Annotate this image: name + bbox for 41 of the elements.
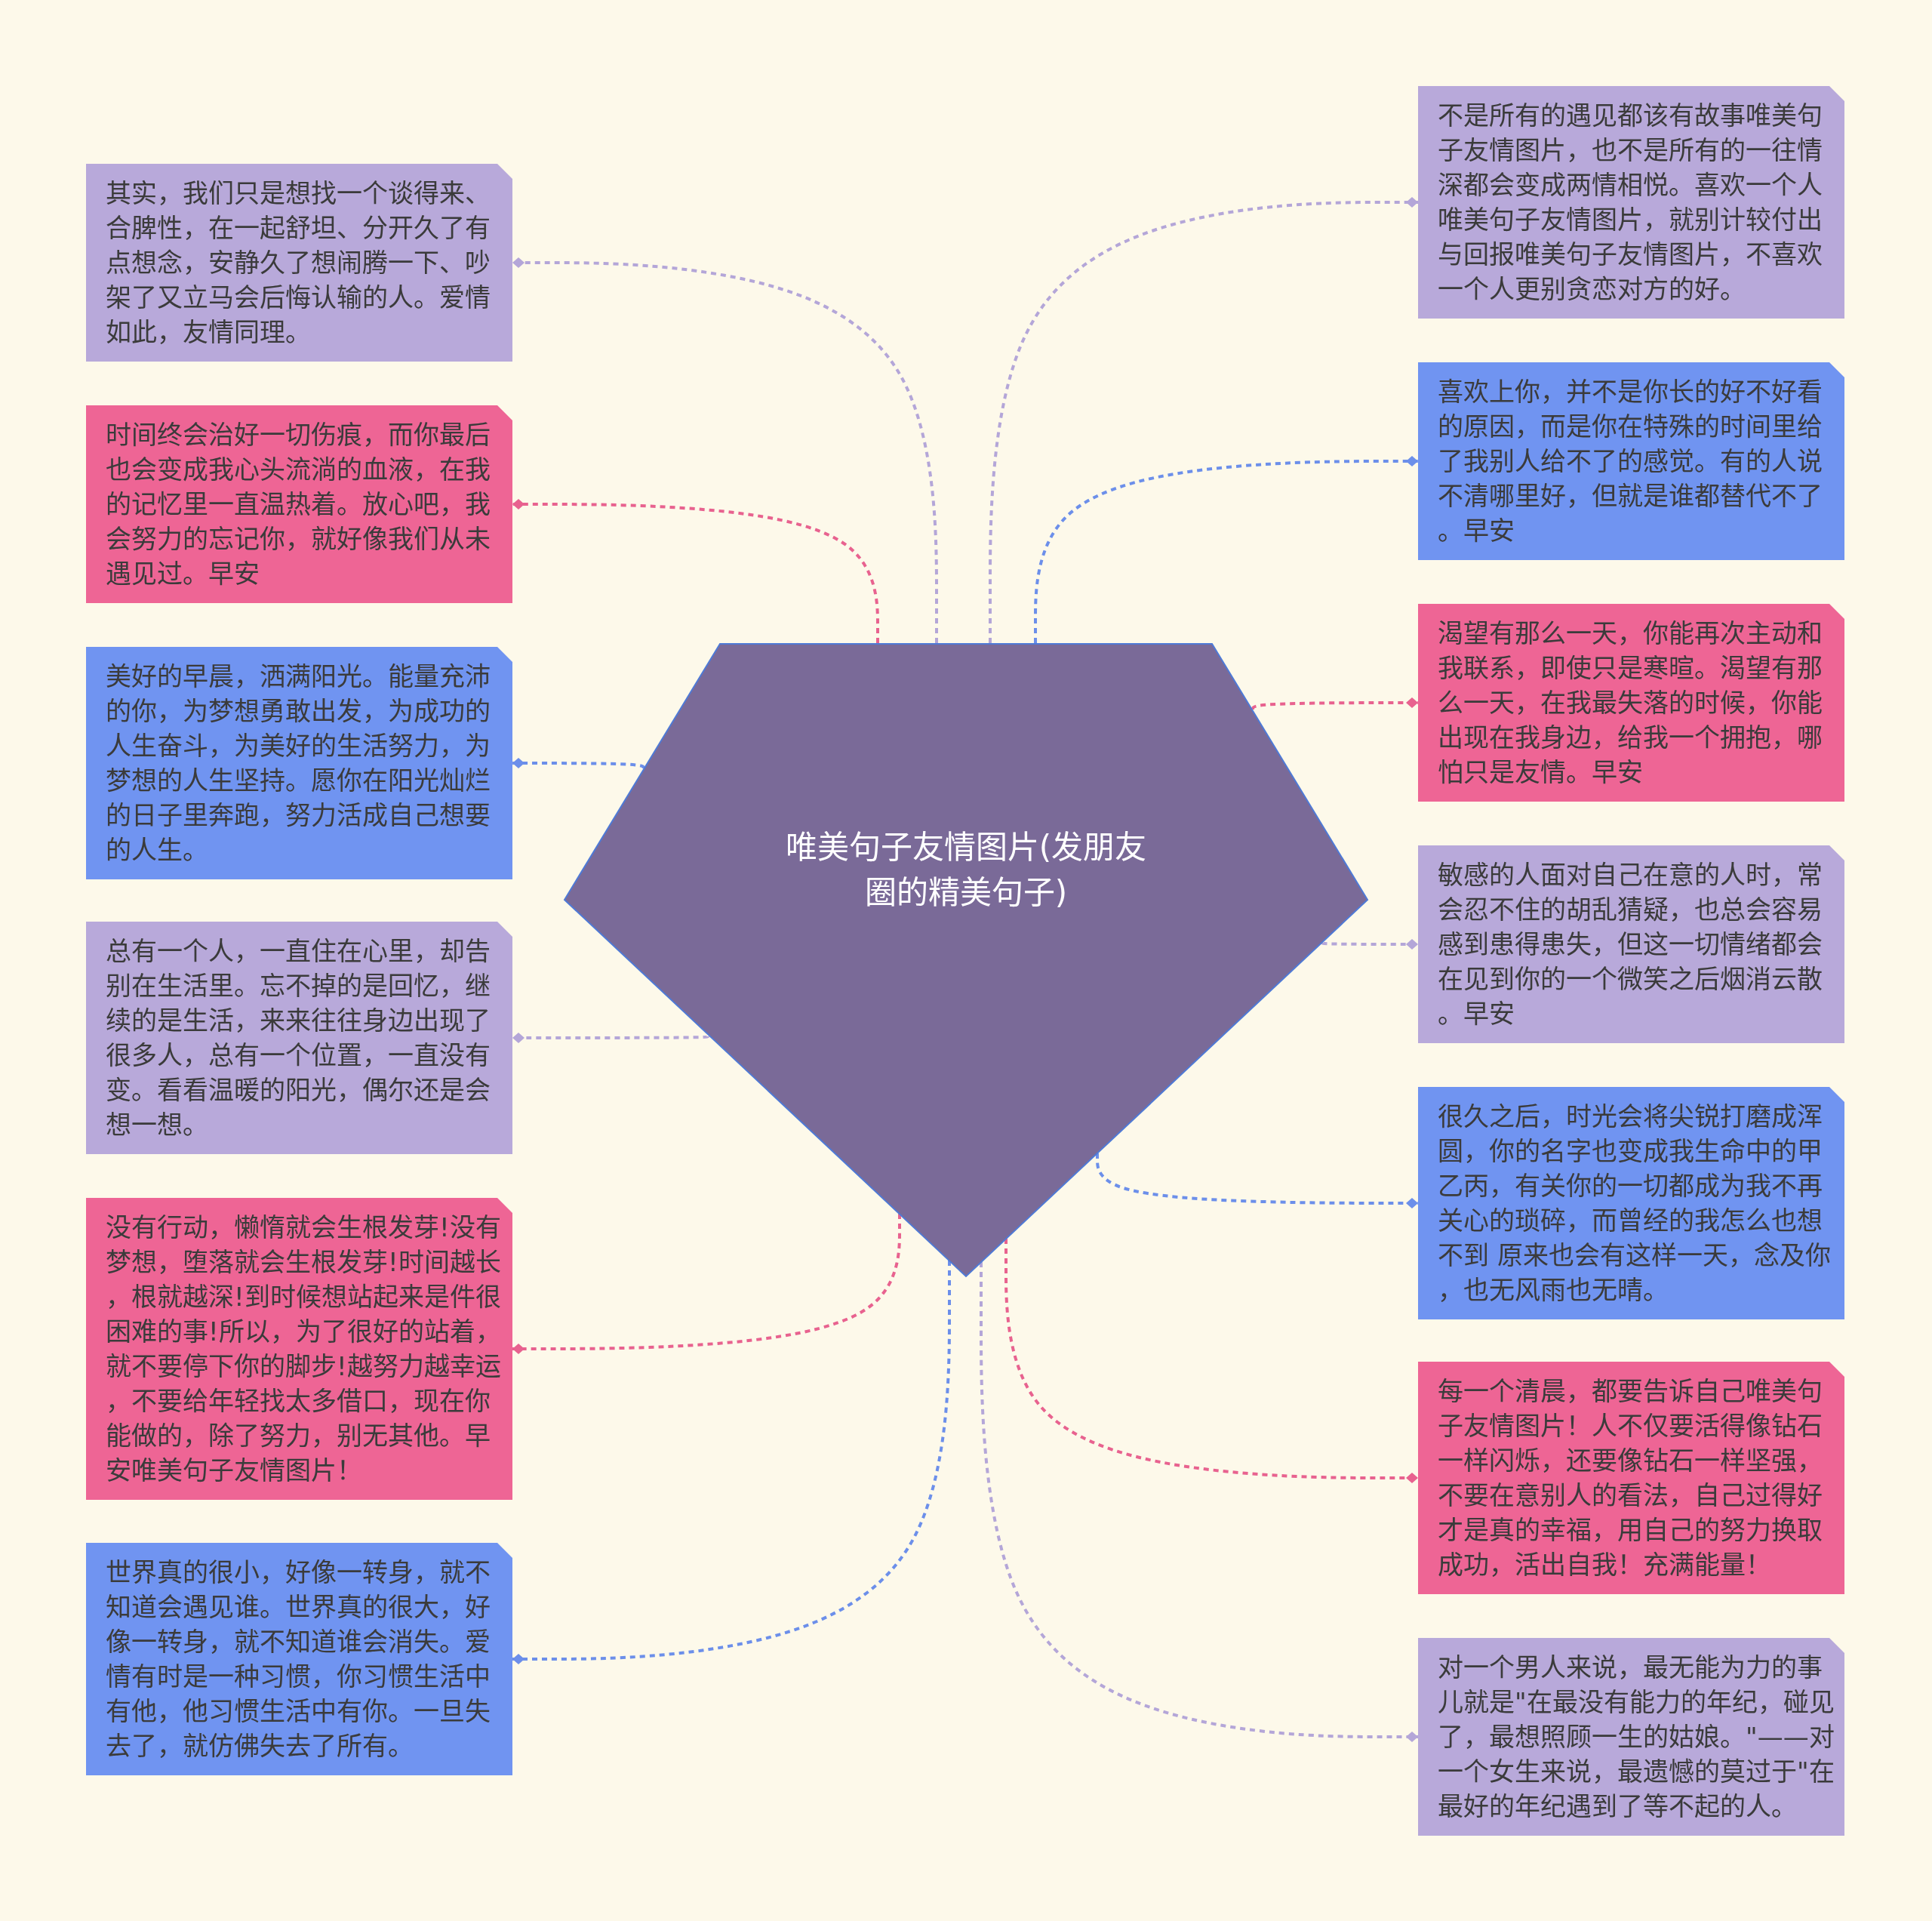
quote-card [1418, 1362, 1844, 1594]
quote-card [86, 1198, 512, 1500]
dotted-connector [512, 758, 645, 770]
dotted-connector [989, 197, 1418, 643]
dotted-connector [512, 499, 879, 643]
quote-text: 世界真的很小，好像一转身，就不知道会遇见谁。世界真的很大，好像一转身，就不知道谁会消失。爱情有时是一种习惯，你习惯生活中有他，他习惯生活中有你。一旦失去了，就仿佛失去了所有。 [106, 1556, 491, 1762]
dotted-connector [1004, 1239, 1418, 1483]
quote-text: 喜欢上你，并不是你长的好不好看的原因，而是你在特殊的时间里给了我别人给不了的感觉。有的人说不清哪里好，但就是谁都替代不了。早安 [1438, 376, 1823, 547]
quote-card [86, 1543, 512, 1775]
quote-text: 不是所有的遇见都该有故事唯美句子友情图片，也不是所有的一往情深都会变成两情相悦。喜欢一个人唯美句子友情图片，就别计较付出与回报唯美句子友情图片，不喜欢一个人更别贪恋对方的好。 [1438, 100, 1823, 306]
quote-text: 渴望有那么一天，你能再次主动和我联系，即使只是寒暄。渴望有那么一天，在我最失落的时候，你能出现在我身边，给我一个拥抱，哪怕只是友情。早安 [1438, 617, 1823, 789]
dotted-connector [512, 1214, 901, 1354]
dotted-connector [512, 1033, 709, 1043]
quote-card [1418, 86, 1844, 319]
dotted-connector [1321, 939, 1418, 950]
dotted-connector [1034, 456, 1418, 643]
topic-title: 唯美句子友情图片(发朋友圈的精美句子) [784, 828, 1148, 913]
quote-text: 其实，我们只是想找一个谈得来、合脾性，在一起舒坦、分开久了有点想念，安静久了想闹腾一下、吵架了又立马会后悔认输的人。爱情如此，友情同理。 [106, 177, 491, 349]
quote-card [1418, 845, 1844, 1043]
quote-text: 时间终会治好一切伤痕，而你最后也会变成我心头流淌的血液，在我的记忆里一直温热着。放心吧，我会努力的忘记你，就好像我们从未遇见过。早安 [106, 419, 491, 590]
quote-card [1418, 1638, 1844, 1836]
quote-card [86, 922, 512, 1154]
quote-text: 美好的早晨，洒满阳光。能量充沛的你，为梦想勇敢出发，为成功的人生奋斗，为美好的生活努力，为梦想的人生坚持。愿你在阳光灿烂的日子里奔跑，努力活成自己想要的人生。 [106, 660, 491, 867]
quote-text: 没有行动，懒惰就会生根发芽!没有梦想，堕落就会生根发芽!时间越长，根就越深!到时候想站起来是件很困难的事!所以，为了很好的站着，就不要停下你的脚步!越努力越幸运，不要给年轻找太多借口，现在你能做的，除了努力，别无其他。早安唯美句子友情图片！ [106, 1211, 502, 1487]
quote-card [1418, 362, 1844, 560]
dotted-connector [512, 257, 938, 643]
dotted-connector [1251, 697, 1418, 710]
dotted-connector [1096, 1153, 1418, 1208]
quote-text: 总有一个人，一直住在心里，却告别在生活里。忘不掉的是回忆，继续的是生活，来来往往身边出现了很多人，总有一个位置，一直没有变。看看温暖的阳光，偶尔还是会想一想。 [106, 935, 491, 1141]
quote-card [86, 405, 512, 603]
quote-text: 对一个男人来说，最无能为力的事儿就是"在最没有能力的年纪，碰见了，最想照顾一生的姑娘。"——对一个女生来说，最遗憾的莫过于"在最好的年纪遇到了等不起的人。 [1438, 1652, 1835, 1823]
quote-text: 很久之后，时光会将尖锐打磨成浑圆，你的名字也变成我生命中的甲乙丙，有关你的一切都成为我不再关心的琐碎，而曾经的我怎么也想不到 原来也会有这样一天，念及你，也无风雨也无晴。 [1438, 1101, 1832, 1307]
quote-card [86, 164, 512, 362]
quote-text: 每一个清晨，都要告诉自己唯美句子友情图片！人不仅要活得像钻石一样闪烁，还要像钻石一样坚强，不要在意别人的看法，自己过得好才是真的幸福，用自己的努力换取成功，活出自我！充满能量！ [1438, 1375, 1823, 1581]
dotted-connector [980, 1262, 1418, 1742]
quote-card [86, 647, 512, 879]
quote-text: 敏感的人面对自己在意的人时，常会忍不住的胡乱猜疑，也总会容易感到患得患失，但这一切情绪都会在见到你的一个微笑之后烟消云散。早安 [1438, 859, 1823, 1030]
dotted-connector [512, 1261, 951, 1664]
quote-card [1418, 1087, 1844, 1319]
quote-card [1418, 604, 1844, 802]
topic-pentagon [564, 643, 1368, 1277]
